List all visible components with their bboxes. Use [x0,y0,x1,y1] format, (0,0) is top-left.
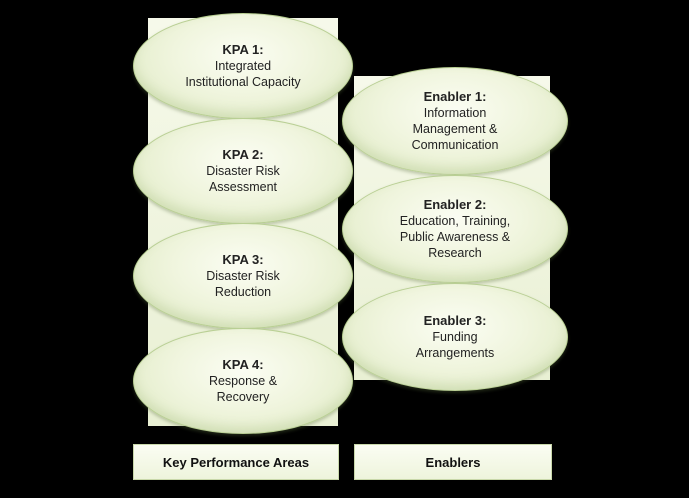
kpa-2-line-1: Disaster Risk [206,164,280,178]
enabler-3-ellipse: Enabler 3: Funding Arrangements [342,283,568,391]
enabler-3-line-1: Funding [432,330,478,344]
kpa-2-ellipse: KPA 2: Disaster Risk Assessment [133,118,353,224]
kpa-3-ellipse: KPA 3: Disaster Risk Reduction [133,223,353,329]
kpa-1-title: KPA 1: [222,42,264,57]
kpa-1-ellipse: KPA 1: Integrated Institutional Capacity [133,13,353,119]
kpa-2-title: KPA 2: [222,147,264,162]
kpa-4-ellipse: KPA 4: Response & Recovery [133,328,353,434]
enabler-2-title: Enabler 2: [423,197,487,212]
kpa-1-line-1: Integrated [214,59,272,73]
kpa-3-line-1: Disaster Risk [206,269,280,283]
enabler-3-title: Enabler 3: [423,313,487,328]
enabler-1-line-2: Management & [412,122,498,136]
kpa-3-title: KPA 3: [222,252,264,267]
enabler-2-ellipse: Enabler 2: Education, Training, Public A… [342,175,568,283]
enabler-3-line-2: Arrangements [415,346,495,360]
kpa-4-title: KPA 4: [222,357,264,372]
kpa-1-line-2: Institutional Capacity [185,75,301,89]
kpa-4-line-1: Response & [208,374,278,388]
enabler-1-line-1: Information [423,106,487,120]
kpa-2-line-2: Assessment [208,180,278,194]
enabler-2-line-2: Public Awareness & [399,230,511,244]
enabler-1-line-3: Communication [411,138,499,152]
kpa-4-line-2: Recovery [216,390,270,404]
enabler-2-line-3: Research [428,246,482,260]
kpa-column-label: Key Performance Areas [133,444,339,480]
enablers-column-label: Enablers [354,444,552,480]
enabler-1-title: Enabler 1: [423,89,487,104]
enabler-2-line-1: Education, Training, [399,214,511,228]
kpa-3-line-2: Reduction [214,285,272,299]
enabler-1-ellipse: Enabler 1: Information Management & Comm… [342,67,568,175]
